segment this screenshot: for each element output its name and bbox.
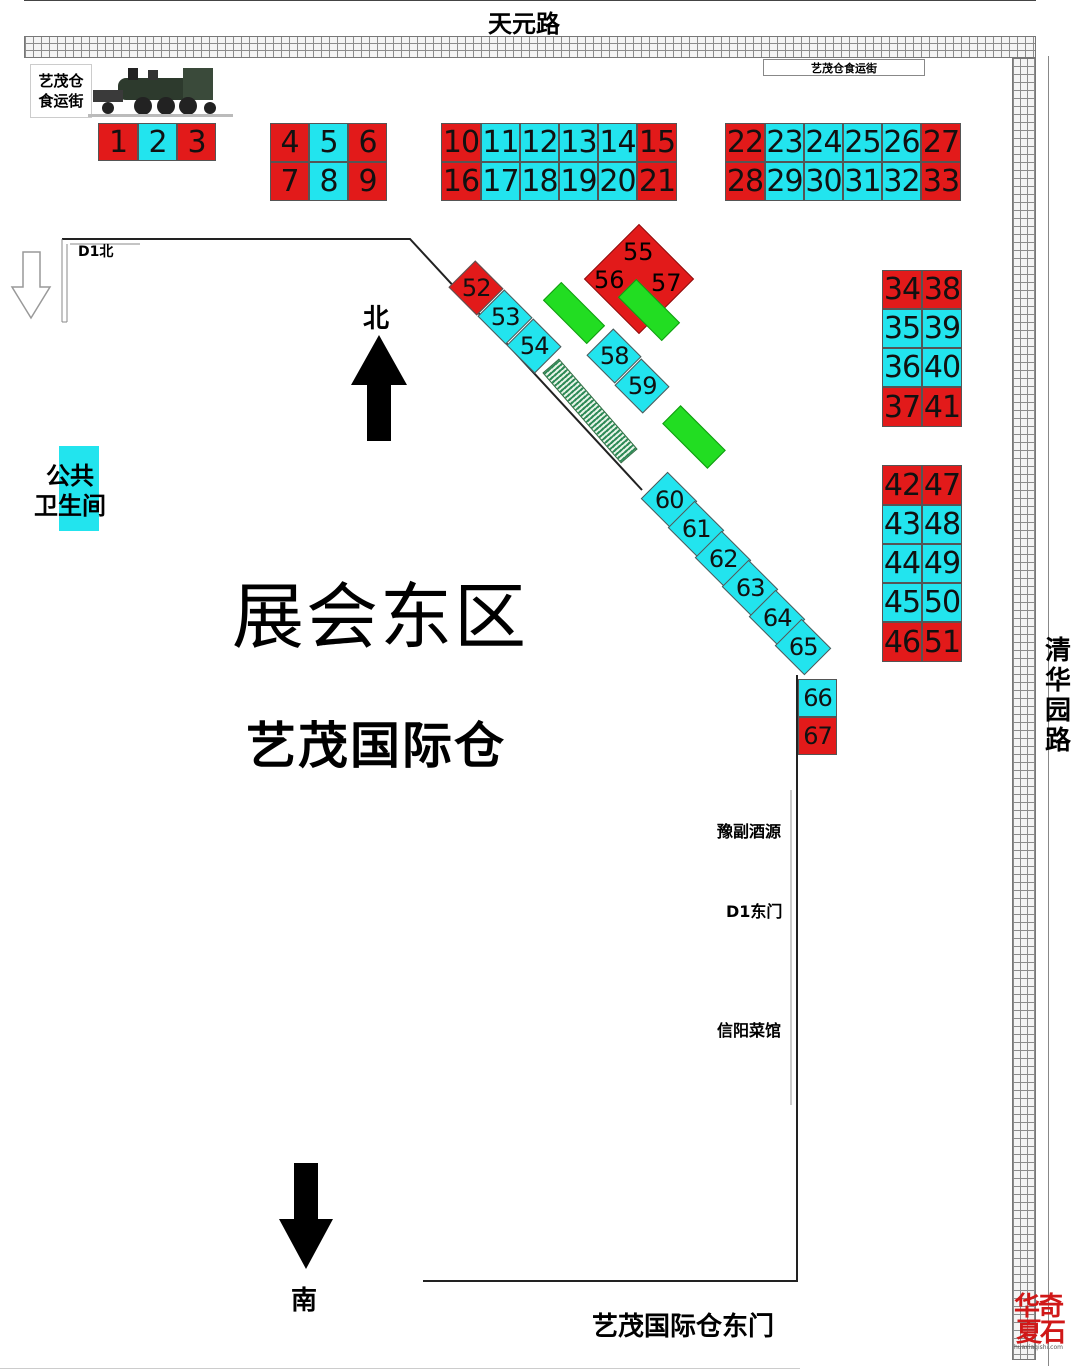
shop-label: 豫副酒源 bbox=[717, 822, 782, 841]
watermark-text-2: 夏石 bbox=[1016, 1318, 1066, 1348]
booth[interactable]: 5 bbox=[309, 123, 348, 162]
booth-label: 57 bbox=[651, 269, 682, 297]
booth[interactable]: 42 bbox=[882, 465, 922, 505]
road-label-east-text: 清华园路 bbox=[1044, 636, 1071, 756]
booth[interactable]: 44 bbox=[882, 544, 922, 583]
booth[interactable]: 23 bbox=[765, 123, 804, 162]
booth[interactable]: 17 bbox=[481, 162, 520, 201]
food-street-logo-text: 艺茂仓 食运街 bbox=[38, 72, 84, 110]
booth[interactable]: 39 bbox=[922, 309, 962, 348]
booth[interactable]: 11 bbox=[481, 123, 520, 162]
booth[interactable]: 45 bbox=[882, 583, 922, 622]
watermark-text-1: 华奇 bbox=[1014, 1292, 1064, 1322]
compass-south-label: 南 bbox=[291, 1286, 318, 1316]
booth[interactable]: 20 bbox=[598, 162, 637, 201]
toilet-marker bbox=[59, 446, 99, 531]
north-arrow-icon bbox=[351, 335, 407, 441]
booth[interactable]: 33 bbox=[921, 162, 961, 201]
booth[interactable]: 51 bbox=[922, 622, 962, 662]
booth[interactable]: 24 bbox=[804, 123, 843, 162]
booth[interactable]: 16 bbox=[441, 162, 481, 201]
booth[interactable]: 43 bbox=[882, 505, 922, 544]
road-label-north: 天元路 bbox=[488, 10, 560, 38]
booth[interactable]: 37 bbox=[882, 387, 922, 427]
booth[interactable]: 29 bbox=[765, 162, 804, 201]
booth[interactable]: 1 bbox=[98, 123, 138, 161]
watermark-site: huaxiaqishi.com bbox=[1014, 1344, 1063, 1351]
road-east-edge bbox=[1048, 56, 1049, 1366]
area-title: 展会东区 bbox=[232, 575, 529, 659]
booth[interactable]: 66 bbox=[798, 679, 837, 717]
food-street-logo: 艺茂仓 食运街 bbox=[30, 64, 92, 118]
booth[interactable]: 2 bbox=[138, 123, 177, 161]
booth[interactable]: 7 bbox=[270, 162, 309, 201]
road-edge-line bbox=[24, 0, 1036, 1]
booth[interactable]: 38 bbox=[922, 270, 962, 309]
food-street-sign: 艺茂仓食运街 bbox=[763, 59, 925, 76]
booth[interactable]: 28 bbox=[725, 162, 765, 201]
booth[interactable]: 14 bbox=[598, 123, 637, 162]
road-north-pavement bbox=[24, 36, 1036, 58]
booth[interactable]: 36 bbox=[882, 348, 922, 387]
booth[interactable]: 6 bbox=[348, 123, 387, 162]
booth[interactable]: 4 bbox=[270, 123, 309, 162]
booth[interactable]: 31 bbox=[843, 162, 882, 201]
watermark-logo: 华奇 夏石 huaxiaqishi.com bbox=[1014, 1286, 1076, 1358]
booth[interactable]: 48 bbox=[922, 505, 962, 544]
booth[interactable]: 9 bbox=[348, 162, 387, 201]
booth[interactable]: 34 bbox=[882, 270, 922, 309]
booth[interactable]: 50 bbox=[922, 583, 962, 622]
booth[interactable]: 26 bbox=[882, 123, 921, 162]
booth[interactable]: 47 bbox=[922, 465, 962, 505]
booth[interactable]: 41 bbox=[922, 387, 962, 427]
booth[interactable]: 22 bbox=[725, 123, 765, 162]
booth[interactable]: 32 bbox=[882, 162, 921, 201]
booth[interactable]: 15 bbox=[637, 123, 677, 162]
road-label-east: 清华园路 bbox=[1044, 636, 1074, 756]
booth[interactable]: 18 bbox=[520, 162, 559, 201]
booth[interactable]: 67 bbox=[798, 717, 837, 755]
booth[interactable]: 21 bbox=[637, 162, 677, 201]
booth[interactable]: 12 bbox=[520, 123, 559, 162]
booth[interactable]: 35 bbox=[882, 309, 922, 348]
booth[interactable]: 25 bbox=[843, 123, 882, 162]
area-name: 艺茂国际仓 bbox=[246, 717, 506, 775]
booth[interactable]: 30 bbox=[804, 162, 843, 201]
booth[interactable]: 27 bbox=[921, 123, 961, 162]
bottom-edge-line bbox=[0, 1368, 800, 1369]
south-arrow-icon bbox=[279, 1163, 333, 1269]
booth[interactable]: 46 bbox=[882, 622, 922, 662]
toilet-label: 公共 卫生间 bbox=[34, 462, 106, 520]
booth[interactable]: 10 bbox=[441, 123, 481, 162]
booth[interactable]: 13 bbox=[559, 123, 598, 162]
d1-north-label: D1北 bbox=[78, 244, 114, 260]
road-east-pavement bbox=[1012, 58, 1036, 1360]
food-street-sign-text: 艺茂仓食运街 bbox=[811, 61, 877, 75]
booth[interactable]: 8 bbox=[309, 162, 348, 201]
booth-label: 55 bbox=[623, 238, 654, 266]
east-gate-label: 艺茂国际仓东门 bbox=[592, 1312, 775, 1342]
compass-north-label: 北 bbox=[363, 304, 390, 334]
shop-label: 信阳菜馆 bbox=[717, 1021, 782, 1040]
d1-east-gate-label: D1东门 bbox=[726, 902, 783, 921]
booth-label: 56 bbox=[594, 266, 625, 294]
booth[interactable]: 49 bbox=[922, 544, 962, 583]
booth[interactable]: 40 bbox=[922, 348, 962, 387]
steam-train-image bbox=[88, 68, 233, 117]
booth[interactable]: 19 bbox=[559, 162, 598, 201]
booth[interactable]: 3 bbox=[177, 123, 216, 161]
